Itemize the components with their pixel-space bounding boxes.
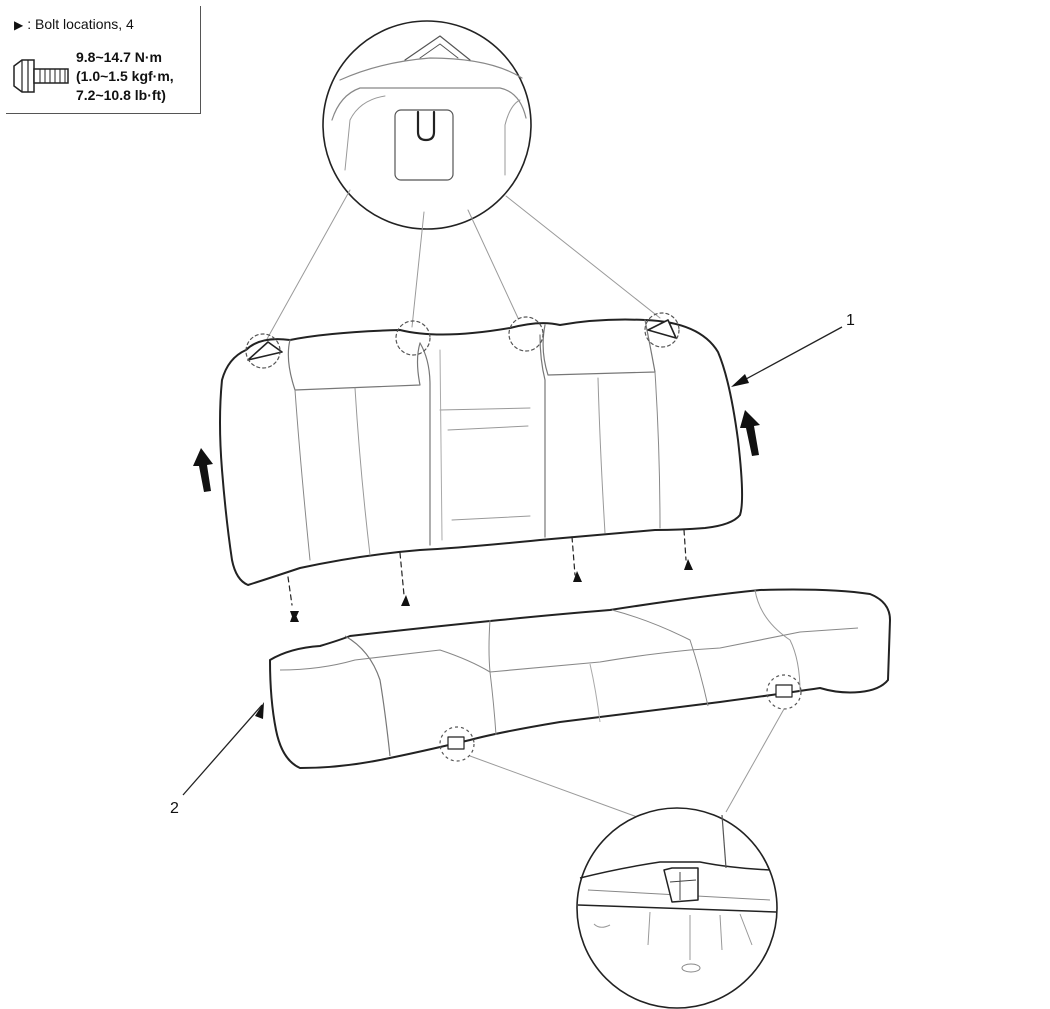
triangle-marker-icon [573, 571, 582, 582]
bolt-markers [290, 559, 693, 622]
bottom-detail-circle [576, 807, 778, 1009]
torque-line-3: 7.2~10.8 lb·ft) [76, 87, 166, 103]
right-hook [647, 319, 677, 339]
legend-box: ▶: Bolt locations, 4 9.8~14.7 N·m (1.0~1… [6, 6, 201, 114]
callout-1-leader [734, 326, 843, 386]
torque-line-1: 9.8~14.7 N·m [76, 49, 162, 65]
triangle-marker-icon [684, 559, 693, 570]
callout-1-arrowhead [731, 374, 749, 387]
cushion-hook-right [775, 684, 793, 698]
callout-2-leader [182, 704, 263, 796]
legend-bolt-locations: ▶: Bolt locations, 4 [14, 16, 134, 32]
cushion-hook-left [447, 736, 465, 750]
lift-arrows [193, 410, 760, 492]
callout-2: 2 [170, 800, 179, 817]
bolt-icon [13, 59, 69, 93]
callout-2-arrowhead [255, 702, 264, 719]
up-arrow-icon [740, 410, 760, 456]
legend-bolt-locations-text: : Bolt locations, 4 [27, 16, 134, 32]
callout-1: 1 [846, 312, 855, 329]
top-detail-circle [322, 20, 532, 230]
bolt-leader-lines [287, 529, 687, 606]
torque-line-2: (1.0~1.5 kgf·m, [76, 68, 174, 84]
triangle-marker-icon [401, 595, 410, 606]
torque-spec: 9.8~14.7 N·m (1.0~1.5 kgf·m, 7.2~10.8 lb… [76, 48, 174, 105]
top-leader-lines [261, 189, 661, 349]
triangle-marker-icon: ▶ [14, 18, 24, 32]
backrest-dashed-circles [245, 312, 680, 369]
backrest [219, 318, 744, 586]
left-hook [247, 341, 283, 361]
bottom-leader-lines [469, 708, 785, 819]
up-arrow-icon [193, 448, 213, 492]
triangle-marker-icon [290, 611, 299, 622]
seat-cushion [269, 588, 891, 769]
